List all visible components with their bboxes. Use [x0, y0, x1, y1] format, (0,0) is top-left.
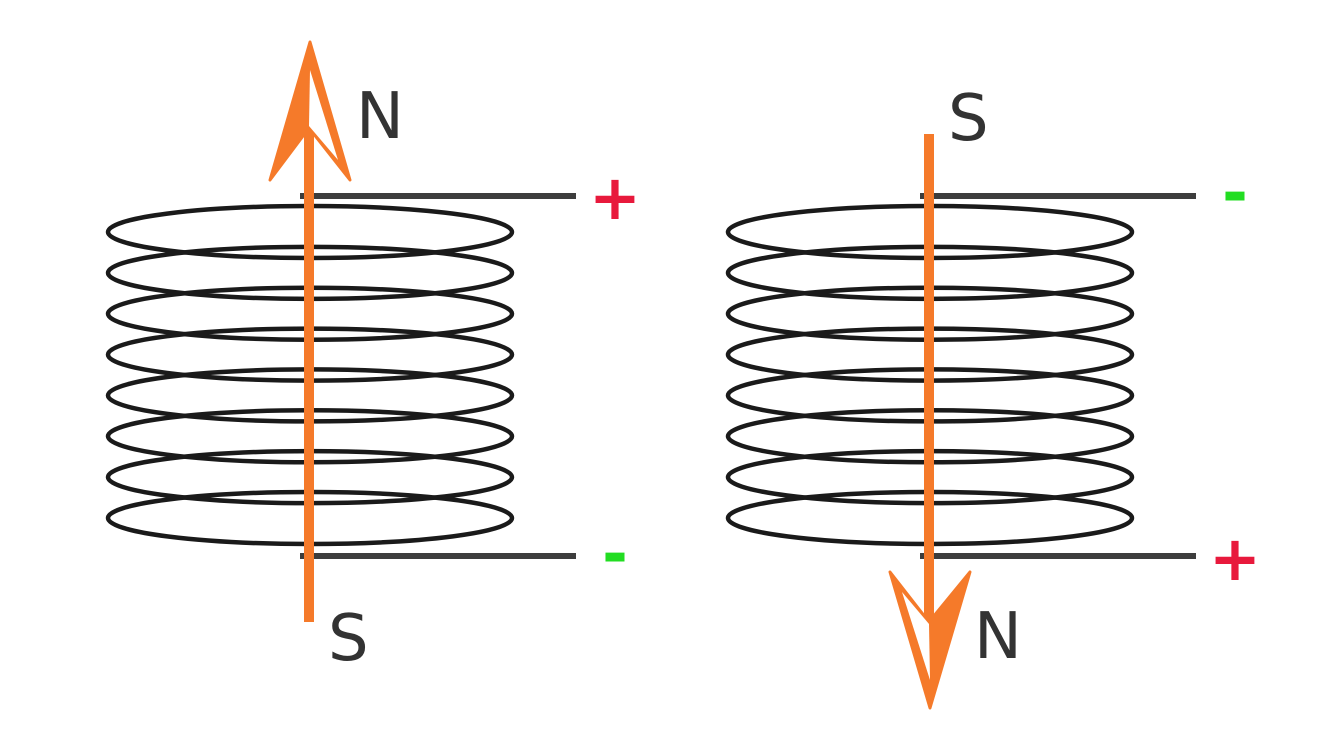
right-field-arrow	[888, 134, 972, 710]
svg-text:+: +	[589, 161, 641, 234]
right-north-label: N	[974, 600, 1022, 674]
svg-text:-: -	[602, 517, 628, 590]
left-north-label: N	[356, 80, 404, 154]
left-south-label: S	[328, 602, 369, 676]
right-bottom-terminal-sign: +	[1209, 522, 1261, 595]
svg-text:+: +	[1209, 522, 1261, 595]
left-solenoid: N S + -	[105, 40, 641, 676]
left-top-terminal-sign: +	[589, 161, 641, 234]
left-bottom-terminal-sign: -	[602, 517, 628, 590]
right-south-label: S	[948, 82, 989, 156]
right-top-terminal-sign: -	[1222, 156, 1248, 229]
left-field-arrow	[268, 40, 352, 622]
right-solenoid: S N - +	[725, 82, 1261, 710]
svg-text:-: -	[1222, 156, 1248, 229]
